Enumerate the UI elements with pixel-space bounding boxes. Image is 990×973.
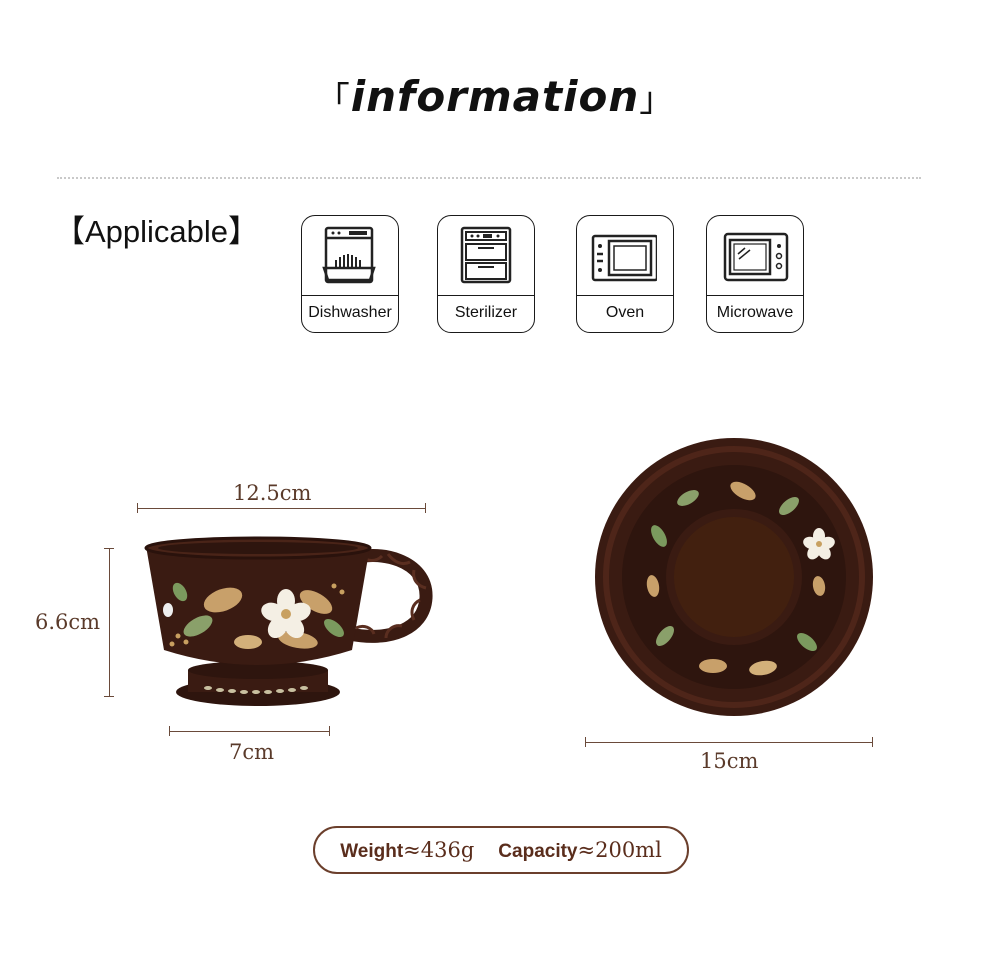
applicable-card-dishwasher: Dishwasher — [301, 215, 399, 333]
weight-label: Weight — [340, 840, 404, 862]
cup-width-label: 12.5cm — [233, 481, 312, 505]
teacup-image — [144, 536, 433, 706]
cup-width-line — [137, 508, 425, 509]
applicable-label: 【Applicable】 — [54, 214, 260, 249]
saucer-tick-right — [872, 737, 873, 747]
weight-value: ≈436g — [403, 837, 475, 862]
cup-width-tick-right — [425, 503, 426, 513]
cup-width-tick-left — [137, 503, 138, 513]
applicable-card-microwave: Microwave — [706, 215, 804, 333]
title-bracket-open: 「 — [315, 80, 351, 120]
oven-icon — [591, 234, 657, 282]
cup-base-tick-left — [169, 726, 170, 736]
cup-height-line — [109, 548, 110, 696]
title-bracket-close: 」 — [639, 80, 675, 120]
sterilizer-icon — [460, 226, 512, 284]
cup-height-tick-bottom — [104, 696, 114, 697]
cup-height-tick-top — [104, 548, 114, 549]
saucer-diameter-line — [585, 742, 872, 743]
dishwasher-icon — [322, 226, 376, 284]
sterilizer-label: Sterilizer — [438, 295, 534, 332]
microwave-label: Microwave — [707, 295, 803, 332]
cup-base-label: 7cm — [229, 740, 275, 764]
capacity-spec: Capacity≈200ml — [498, 838, 662, 863]
applicable-card-oven: Oven — [576, 215, 674, 333]
oven-label: Oven — [577, 295, 673, 332]
applicable-card-sterilizer: Sterilizer — [437, 215, 535, 333]
dishwasher-label: Dishwasher — [302, 295, 398, 332]
title-text: information — [350, 72, 640, 121]
cup-base-line — [169, 731, 329, 732]
saucer-image — [595, 438, 873, 716]
dotted-divider — [57, 177, 921, 179]
cup-base-tick-right — [329, 726, 330, 736]
weight-spec: Weight≈436g — [340, 838, 474, 863]
capacity-label: Capacity — [498, 840, 578, 862]
saucer-diameter-label: 15cm — [700, 749, 759, 773]
cup-height-label: 6.6cm — [35, 610, 101, 634]
microwave-icon — [723, 232, 789, 282]
specs-badge: Weight≈436g Capacity≈200ml — [313, 826, 689, 874]
saucer-tick-left — [585, 737, 586, 747]
page-title: 「information」 — [0, 72, 990, 121]
capacity-value: ≈200ml — [577, 837, 662, 862]
